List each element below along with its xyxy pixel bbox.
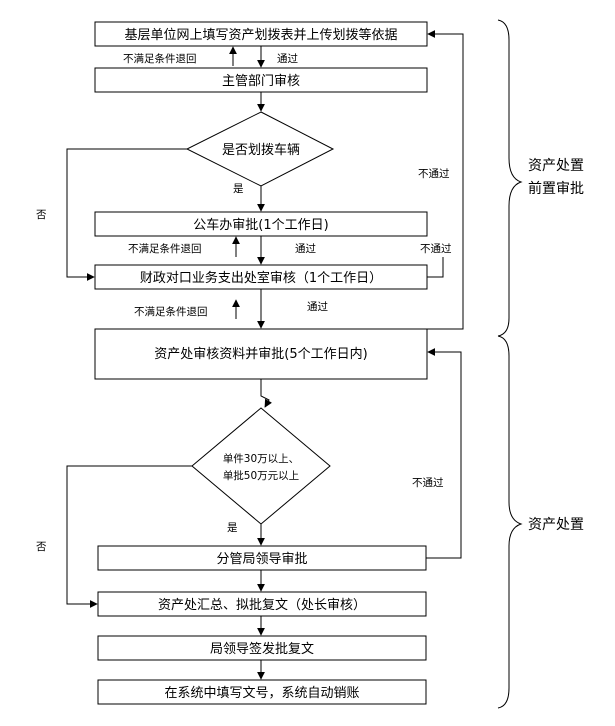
decision-is-vehicle-label: 是否划拨车辆 — [222, 142, 300, 158]
step-summary-reply: 资产处汇总、拟批复文（处长审核） — [97, 591, 427, 617]
step-dept-review: 主管部门审核 — [94, 67, 428, 93]
decision-threshold: 单件30万以上、 单批50万元以上 — [191, 407, 331, 525]
step-finance-review: 财政对口业务支出处室审核（1个工作日） — [94, 264, 428, 290]
step-fill-form: 基层单位网上填写资产划拨表并上传划拨等依据 — [94, 21, 428, 47]
step-vehicle-office-label: 公车办审批(1个工作日) — [193, 217, 328, 233]
step-bureau-leader-label: 分管局领导审批 — [216, 552, 307, 567]
edge-label-return-1: 不满足条件退回 — [123, 52, 197, 65]
arrow-asset-fail-to-fill — [427, 30, 464, 330]
step-system-entry-label: 在系统中填写文号，系统自动销账 — [164, 686, 359, 701]
step-sign-reply: 局领导签发批复文 — [97, 635, 427, 661]
edge-label-no-1: 否 — [36, 209, 47, 221]
edge-label-return-3: 不满足条件退回 — [134, 305, 208, 318]
step-summary-reply-label: 资产处汇总、拟批复文（处长审核） — [158, 598, 366, 613]
edge-label-yes-1: 是 — [233, 183, 244, 195]
edge-label-pass-1: 通过 — [277, 52, 298, 65]
phase-pre-line1: 资产处置 — [528, 158, 584, 174]
step-asset-review-label: 资产处审核资料并审批(5个工作日内) — [154, 346, 367, 362]
decision-threshold-line2: 单批50万元以上 — [223, 469, 299, 482]
phase-disposal: 资产处置 — [528, 517, 584, 533]
step-vehicle-office: 公车办审批(1个工作日) — [94, 211, 428, 237]
step-sign-reply-label: 局领导签发批复文 — [210, 641, 314, 657]
brace-pre-approval — [497, 19, 523, 337]
edge-label-fail-2: 不通过 — [420, 242, 452, 255]
step-system-entry: 在系统中填写文号，系统自动销账 — [97, 679, 427, 705]
arrow-bureau-fail-to-asset — [426, 348, 462, 559]
edge-label-pass-2: 通过 — [295, 242, 316, 255]
decision-is-vehicle: 是否划拨车辆 — [185, 111, 335, 187]
step-bureau-leader: 分管局领导审批 — [97, 545, 427, 571]
edge-label-fail-3: 不通过 — [412, 476, 444, 489]
phase-pre-line2: 前置审批 — [528, 180, 584, 197]
brace-disposal — [497, 335, 523, 709]
edge-label-return-2: 不满足条件退回 — [128, 242, 202, 255]
arrow-no-vehicle-to-finance — [66, 148, 187, 281]
step-dept-review-label: 主管部门审核 — [222, 74, 300, 89]
step-asset-review: 资产处审核资料并审批(5个工作日内) — [94, 328, 428, 380]
edge-label-no-2: 否 — [36, 541, 47, 553]
edge-label-pass-3: 通过 — [307, 300, 328, 313]
edge-label-fail-1: 不通过 — [418, 167, 450, 180]
arrow-no-threshold-to-summary — [66, 465, 192, 608]
step-finance-review-label: 财政对口业务支出处室审核（1个工作日） — [140, 270, 382, 286]
edge-label-yes-2: 是 — [227, 522, 238, 534]
arrow-asset-to-threshold — [260, 379, 273, 408]
step-fill-form-label: 基层单位网上填写资产划拨表并上传划拨等依据 — [124, 27, 397, 43]
decision-threshold-line1: 单件30万以上、 — [223, 453, 299, 465]
arrow-finance-fail — [427, 257, 444, 278]
